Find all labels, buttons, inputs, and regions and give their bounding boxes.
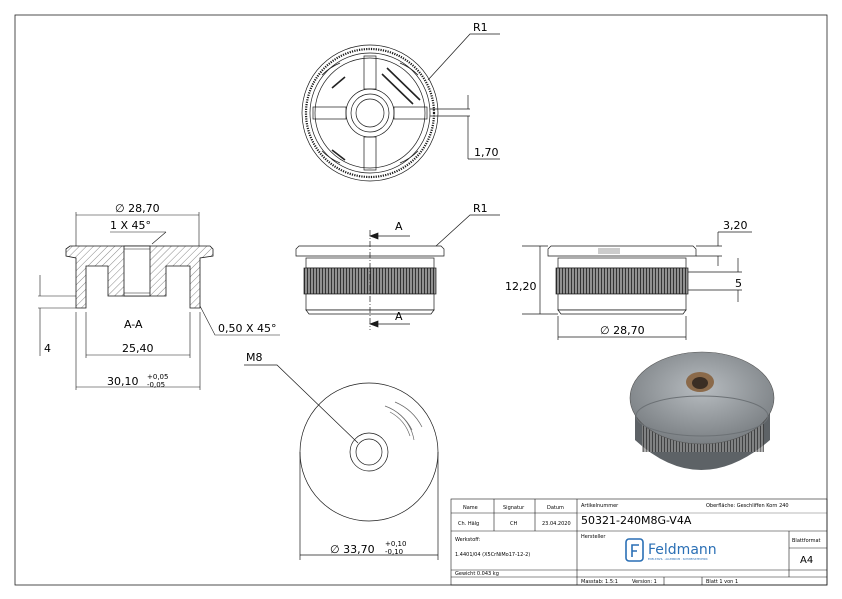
- tb-material-label: Werkstoff:: [455, 537, 481, 543]
- tb-version: Version: 1: [632, 579, 657, 585]
- iso-render: [629, 351, 775, 470]
- tb-surface: Oberfläche: Geschliffen Korn 240: [706, 503, 789, 509]
- tb-brand: Feldmann: [648, 542, 717, 558]
- tb-h-date: Datum: [547, 505, 564, 511]
- tb-format: A4: [800, 555, 813, 566]
- section-inner-width: 25,40: [122, 342, 154, 355]
- tb-weight: Gewicht 0.043 kg: [455, 571, 499, 577]
- tb-article-label: Artikelnummer: [581, 503, 619, 509]
- section-name: A-A: [124, 318, 143, 331]
- front-radius-label: R1: [473, 202, 488, 215]
- top-view: [301, 33, 500, 182]
- side-knurl-height: 5: [735, 277, 742, 290]
- top-radius-label: R1: [473, 21, 488, 34]
- tb-h-signature: Signatur: [503, 505, 525, 511]
- sheet-frame: [14, 14, 828, 586]
- section-view: [38, 212, 280, 390]
- section-chamfer-side: 0,50 X 45°: [218, 322, 277, 335]
- front-view: [295, 214, 500, 330]
- section-height: 4: [44, 342, 51, 355]
- section-chamfer-top: 1 X 45°: [110, 219, 151, 232]
- side-height: 12,20: [505, 280, 537, 293]
- top-depth-label: 1,70: [474, 146, 499, 159]
- feldmann-logo-icon: [625, 538, 644, 562]
- section-diameter: ∅ 28,70: [115, 202, 160, 215]
- bottom-tol-upper: +0,10: [385, 540, 406, 548]
- tb-material: 1.4401/04 (X5CrNiMo17-12-2): [455, 552, 530, 558]
- side-thickness: 3,20: [723, 219, 748, 232]
- tb-maker-label: Hersteller: [581, 534, 606, 540]
- bottom-tol-lower: -0,10: [385, 548, 403, 556]
- tb-format-label: Blattformat: [792, 538, 821, 544]
- title-block: [450, 498, 828, 586]
- cut-label-bottom: A: [395, 310, 403, 323]
- side-view: [522, 231, 752, 340]
- section-tol-upper: +0,05: [147, 373, 168, 381]
- tb-brand-sub: EDELSTAHL · ALUMINIUM · SCHWEISSTECHNIK: [648, 557, 708, 561]
- side-diameter: ∅ 28,70: [600, 324, 645, 337]
- tb-sheet: Blatt 1 von 1: [706, 579, 738, 585]
- tb-h-name: Name: [463, 505, 478, 511]
- tb-scale: Masstab: 1.5:1: [581, 579, 618, 585]
- tb-article: 50321-240M8G-V4A: [581, 514, 692, 527]
- cut-label-top: A: [395, 220, 403, 233]
- tb-signature: CH: [510, 521, 517, 527]
- bottom-view: [244, 364, 439, 560]
- tb-name: Ch. Hälg: [458, 521, 479, 527]
- bottom-thread: M8: [246, 351, 263, 364]
- section-tol-lower: -0,05: [147, 381, 165, 389]
- bottom-diameter: ∅ 33,70: [330, 543, 375, 556]
- section-outer-width: 30,10: [107, 375, 139, 388]
- tb-date: 23.04.2020: [542, 521, 571, 527]
